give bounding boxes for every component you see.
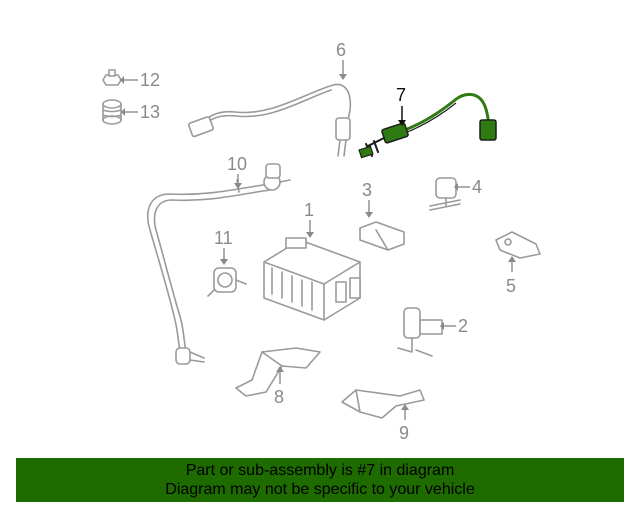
leader-9-arrow — [401, 404, 409, 410]
banner-line-2: Diagram may not be specific to your vehi… — [165, 481, 475, 498]
callout-10: 10 — [227, 154, 247, 174]
leader-2-arrow — [440, 322, 444, 330]
callout-7: 7 — [396, 85, 406, 105]
callout-8: 8 — [274, 387, 284, 407]
banner-line-1: Part or sub-assembly is #7 in diagram — [185, 462, 455, 479]
part-10-hose[interactable] — [146, 163, 291, 365]
parts-diagram: 6 12 13 7 10 — [102, 40, 541, 443]
leader-1-arrow — [306, 232, 314, 238]
leader-11-arrow — [220, 259, 228, 265]
leader-6-arrow — [339, 74, 347, 80]
callout-13: 13 — [140, 102, 160, 122]
callout-12: 12 — [140, 70, 160, 90]
callout-3: 3 — [362, 180, 372, 200]
callout-11: 11 — [214, 228, 233, 248]
callout-5: 5 — [506, 276, 516, 296]
part-3-connector[interactable] — [359, 221, 405, 251]
part-12-bolt[interactable] — [102, 69, 122, 86]
callout-4: 4 — [472, 177, 482, 197]
part-9-bracket[interactable] — [341, 389, 425, 419]
part-11-valve[interactable] — [207, 267, 247, 297]
callout-6: 6 — [336, 40, 346, 60]
info-banner: Part or sub-assembly is #7 in diagram Di… — [16, 458, 624, 502]
part-2-solenoid[interactable] — [397, 307, 443, 357]
part-13-grommet[interactable] — [102, 99, 122, 125]
leader-3-arrow — [365, 212, 373, 218]
leader-12-arrow — [120, 76, 124, 84]
leader-7-arrow — [398, 120, 406, 126]
leader-13-arrow — [121, 108, 125, 116]
part-6-sensor-harness[interactable] — [187, 83, 352, 157]
part-4-valve[interactable] — [429, 177, 461, 211]
callout-2: 2 — [458, 316, 468, 336]
callout-9: 9 — [399, 423, 409, 443]
leader-10-arrow — [234, 183, 242, 189]
leader-5-arrow — [508, 256, 516, 262]
leader-8-arrow — [276, 366, 284, 372]
part-1-canister[interactable] — [263, 237, 361, 321]
callout-1: 1 — [304, 200, 314, 220]
leader-4-arrow — [454, 183, 458, 191]
part-7-oxygen-sensor[interactable] — [358, 93, 497, 159]
part-5-bracket[interactable] — [495, 231, 541, 259]
